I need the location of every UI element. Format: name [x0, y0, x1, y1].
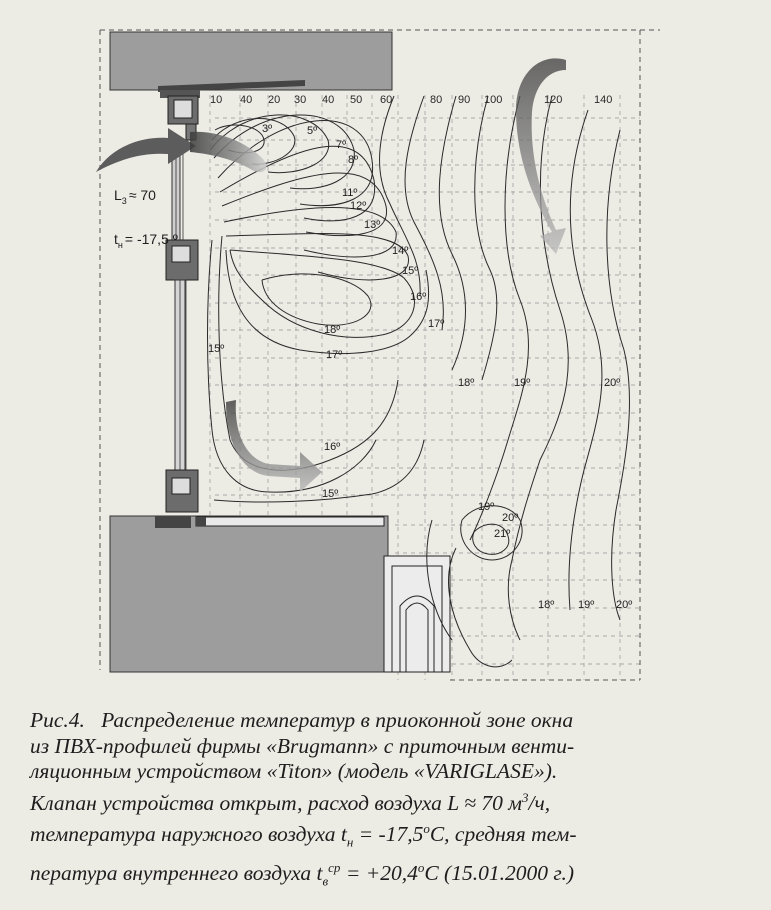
scale-tick: 100 — [484, 94, 502, 106]
airflow-label: L3≈ 70 — [114, 187, 156, 206]
isotherm-label: 18º — [538, 599, 554, 611]
scale-tick: 30 — [294, 94, 306, 106]
outdoor-temp-label: tн= -17,5 º — [114, 231, 178, 250]
airflow-arrows — [96, 58, 566, 492]
upper-wall — [109, 31, 393, 98]
isotherm-label: 19º — [478, 501, 494, 513]
caption-line: Клапан устройства открыт, расход воздуха… — [30, 789, 551, 815]
isotherm-label: 11º — [342, 187, 357, 199]
isotherm-label: 17º — [326, 349, 342, 361]
supply-air-stream — [190, 131, 267, 173]
caption-line: из ПВХ-профилей фирмы «Brugmann» с прито… — [30, 733, 575, 758]
scale-tick: 50 — [350, 94, 362, 106]
isotherm-label: 8º — [348, 154, 358, 166]
isotherm-label: 15º — [402, 265, 418, 277]
caption-text: Распределение температур в приоконной зо… — [101, 708, 574, 732]
isotherm-label: 19º — [578, 599, 594, 611]
scale-tick: 40 — [240, 94, 252, 106]
isotherm-label: 3º — [262, 123, 272, 135]
figure-caption: Рис.4. Распределение температур в приоко… — [30, 708, 746, 894]
isotherm-label: 16º — [410, 291, 426, 303]
caption-line: ляционным устройством «Titon» (модель «V… — [30, 759, 558, 783]
temperature-distribution-diagram: 10 40 20 30 40 50 60 80 90 100 120 140 3… — [96, 29, 660, 681]
scale-tick: 140 — [594, 94, 612, 106]
radiator — [383, 555, 451, 673]
isotherm-lines — [207, 95, 630, 668]
isotherm-label: 20º — [604, 377, 620, 389]
convection-arrow — [516, 58, 566, 254]
figure-number: Рис.4. — [30, 708, 85, 732]
supply-air-arrow — [96, 128, 196, 172]
isotherm-label: 5º — [307, 125, 317, 137]
isotherm-labels: 3º 5º 7º 8º 11º 12º 13º 14º 15º 16º 17º … — [208, 123, 632, 611]
isotherm-label: 20º — [502, 512, 518, 524]
isotherm-label: 21º — [494, 528, 510, 540]
domain-frame — [99, 29, 660, 681]
window-profile — [165, 95, 199, 513]
isotherm-label: 18º — [458, 377, 474, 389]
scale-tick: 10 — [210, 94, 222, 106]
lower-wall — [109, 515, 389, 673]
isotherm-label: 16º — [324, 441, 340, 453]
isotherm-label: 19º — [514, 377, 530, 389]
caption-line: Рис.4. Распределение температур в приоко… — [30, 708, 746, 734]
isotherm-label: 20º — [616, 599, 632, 611]
measurement-grid — [209, 95, 640, 680]
isotherm-label: 18º — [324, 324, 340, 336]
caption-line: температура наружного воздуха tн = -17,5… — [30, 821, 577, 850]
isotherm-label: 12º — [350, 200, 366, 212]
isotherm-label: 17º — [428, 318, 444, 330]
isotherm-label: 13º — [364, 219, 380, 231]
scale-ticks: 10 40 20 30 40 50 60 80 90 100 120 140 — [210, 94, 612, 106]
isotherm-label: 15º — [208, 343, 224, 355]
scale-tick: 40 — [322, 94, 334, 106]
scale-tick: 80 — [430, 94, 442, 106]
scale-tick: 60 — [380, 94, 392, 106]
isotherm-label: 14º — [392, 245, 408, 257]
downdraft-arrow — [226, 400, 322, 492]
caption-line: пература внутреннего воздуха tвср = +20,… — [30, 860, 574, 889]
scale-tick: 20 — [268, 94, 280, 106]
isotherm-label: 7º — [336, 139, 346, 151]
condition-labels: L3≈ 70 tн= -17,5 º — [114, 187, 178, 250]
scale-tick: 90 — [458, 94, 470, 106]
scale-tick: 120 — [544, 94, 562, 106]
isotherm-label: 15º — [322, 488, 338, 500]
